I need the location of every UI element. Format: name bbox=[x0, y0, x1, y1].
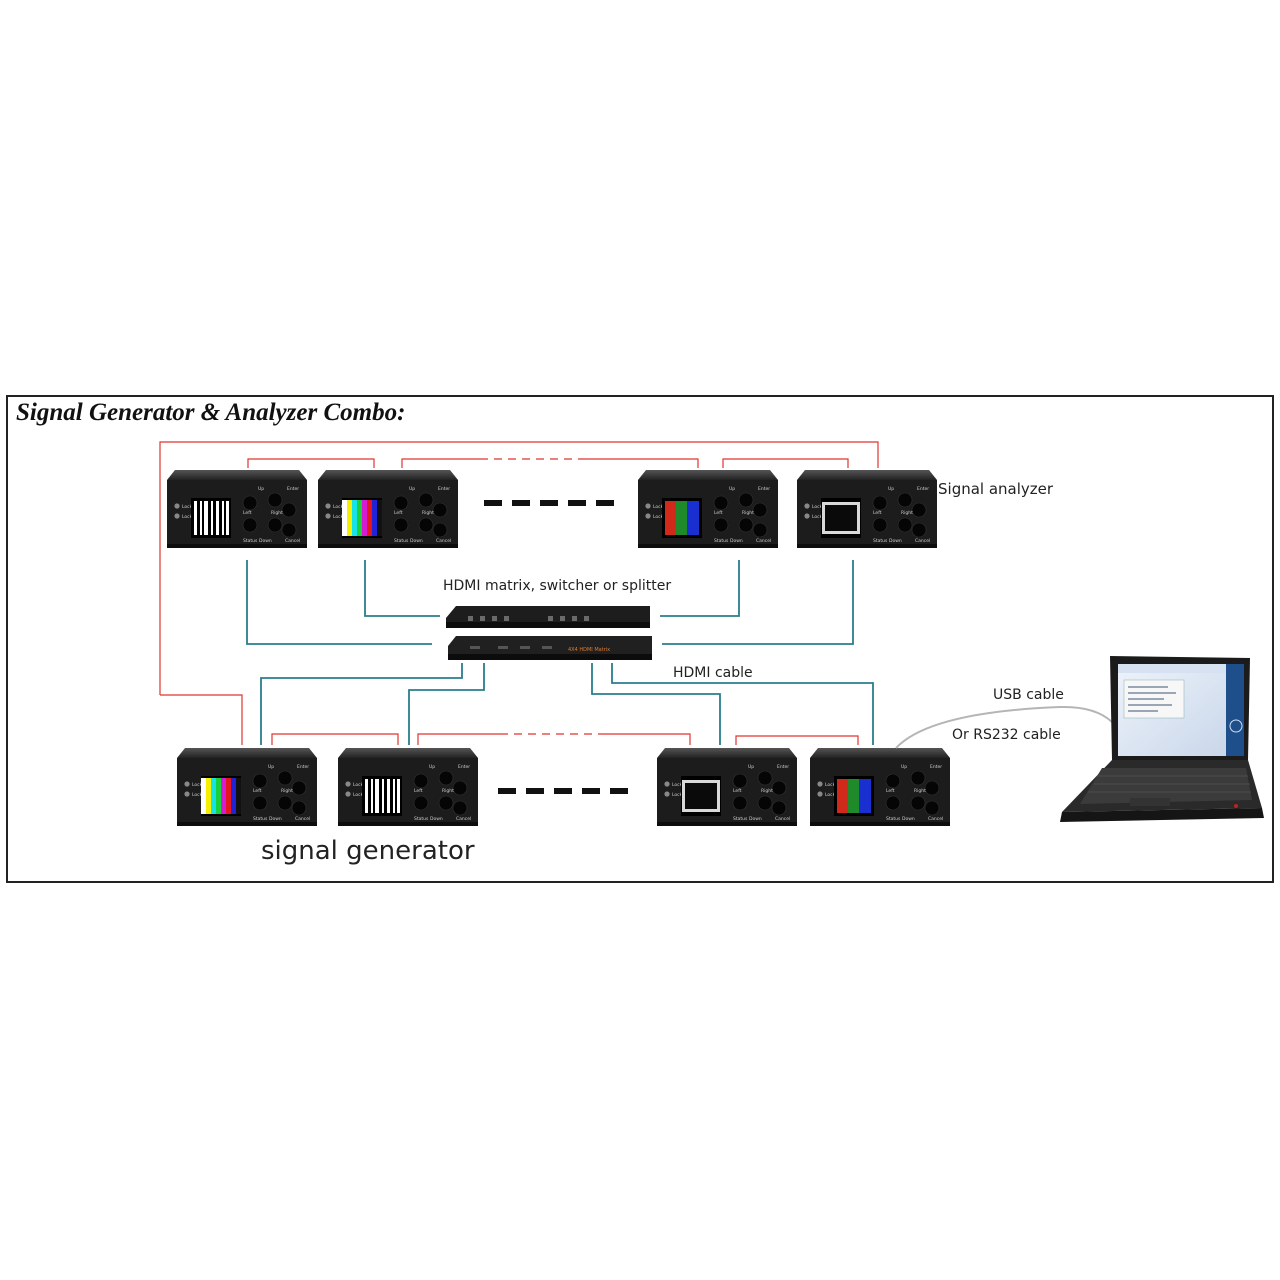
label-usb-cable: USB cable bbox=[993, 687, 1064, 703]
hdmi-matrix-devices: 4X4 HDMI Matrix bbox=[446, 606, 652, 660]
laptop bbox=[1060, 656, 1264, 822]
label-hdmi-cable: HDMI cable bbox=[673, 665, 753, 681]
device-generator-1 bbox=[176, 747, 318, 827]
hdmi-links bbox=[246, 560, 874, 745]
svg-text:4X4 HDMI Matrix: 4X4 HDMI Matrix bbox=[568, 647, 610, 653]
diagram-title: Signal Generator & Analyzer Combo: bbox=[16, 399, 406, 426]
control-links bbox=[159, 441, 879, 745]
ellipsis-dashes-top bbox=[484, 500, 614, 506]
label-rs232-cable: Or RS232 cable bbox=[952, 727, 1061, 743]
ellipsis-dashes-bottom bbox=[498, 788, 628, 794]
device-generator-2 bbox=[337, 747, 479, 827]
device-analyzer-2 bbox=[317, 469, 459, 549]
label-hdmi-matrix: HDMI matrix, switcher or splitter bbox=[443, 578, 672, 594]
device-analyzer-3 bbox=[637, 469, 779, 549]
label-signal-analyzer: Signal analyzer bbox=[938, 480, 1054, 498]
device-generator-3 bbox=[656, 747, 798, 827]
device-analyzer-1 bbox=[166, 469, 308, 549]
device-generator-4 bbox=[809, 747, 951, 827]
device-analyzer-4 bbox=[796, 469, 938, 549]
label-signal-generator: signal generator bbox=[261, 836, 475, 866]
usb-cable bbox=[895, 705, 1113, 749]
